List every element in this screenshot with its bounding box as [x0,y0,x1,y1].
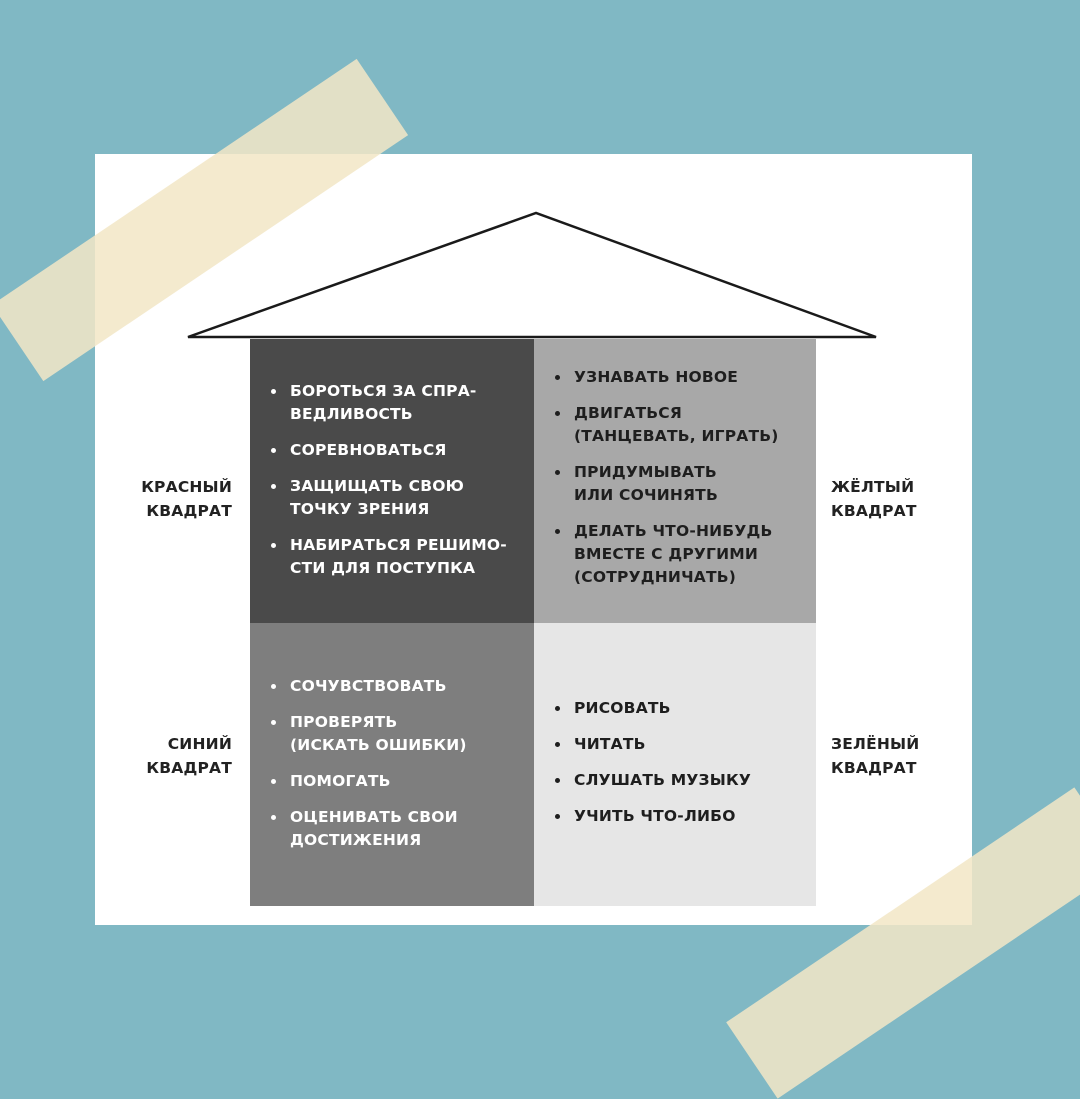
red-square: БОРОТЬСЯ ЗА СПРА- ВЕДЛИВОСТЬ СОРЕВНОВАТЬ… [250,339,534,623]
list-item: СЛУШАТЬ МУЗЫКУ [554,769,808,792]
list-item: ОЦЕНИВАТЬ СВОИ ДОСТИЖЕНИЯ [270,806,526,852]
list-item: ЗАЩИЩАТЬ СВОЮ ТОЧКУ ЗРЕНИЯ [270,475,526,521]
list-item: ДЕЛАТЬ ЧТО-НИБУДЬ ВМЕСТЕ С ДРУГИМИ (СОТР… [554,520,808,589]
yellow-square: УЗНАВАТЬ НОВОЕ ДВИГАТЬСЯ (ТАНЦЕВАТЬ, ИГР… [534,339,816,623]
red-square-list: БОРОТЬСЯ ЗА СПРА- ВЕДЛИВОСТЬ СОРЕВНОВАТЬ… [270,380,526,593]
red-square-label: КРАСНЫЙ КВАДРАТ [141,478,232,520]
list-item: СОЧУВСТВОВАТЬ [270,675,526,698]
roof-triangle [187,211,877,339]
list-item: УЗНАВАТЬ НОВОЕ [554,366,808,389]
green-square: РИСОВАТЬ ЧИТАТЬ СЛУШАТЬ МУЗЫКУ УЧИТЬ ЧТО… [534,623,816,906]
green-square-label: ЗЕЛЁНЫЙ КВАДРАТ [831,735,920,777]
list-item: БОРОТЬСЯ ЗА СПРА- ВЕДЛИВОСТЬ [270,380,526,426]
blue-square: СОЧУВСТВОВАТЬ ПРОВЕРЯТЬ (ИСКАТЬ ОШИБКИ) … [250,623,534,906]
blue-square-list: СОЧУВСТВОВАТЬ ПРОВЕРЯТЬ (ИСКАТЬ ОШИБКИ) … [270,675,526,865]
blue-square-label: СИНИЙ КВАДРАТ [146,735,232,777]
house-roof [187,211,877,339]
yellow-square-label: ЖЁЛТЫЙ КВАДРАТ [831,478,917,520]
list-item: РИСОВАТЬ [554,697,808,720]
diagram-card: БОРОТЬСЯ ЗА СПРА- ВЕДЛИВОСТЬ СОРЕВНОВАТЬ… [95,154,972,925]
list-item: ПРИДУМЫВАТЬ ИЛИ СОЧИНЯТЬ [554,461,808,507]
list-item: ЧИТАТЬ [554,733,808,756]
list-item: ПРОВЕРЯТЬ (ИСКАТЬ ОШИБКИ) [270,711,526,757]
list-item: НАБИРАТЬСЯ РЕШИМО- СТИ ДЛЯ ПОСТУПКА [270,534,526,580]
yellow-square-list: УЗНАВАТЬ НОВОЕ ДВИГАТЬСЯ (ТАНЦЕВАТЬ, ИГР… [554,366,808,602]
list-item: ДВИГАТЬСЯ (ТАНЦЕВАТЬ, ИГРАТЬ) [554,402,808,448]
list-item: СОРЕВНОВАТЬСЯ [270,439,526,462]
green-square-list: РИСОВАТЬ ЧИТАТЬ СЛУШАТЬ МУЗЫКУ УЧИТЬ ЧТО… [554,697,808,841]
list-item: УЧИТЬ ЧТО-ЛИБО [554,805,808,828]
list-item: ПОМОГАТЬ [270,770,526,793]
